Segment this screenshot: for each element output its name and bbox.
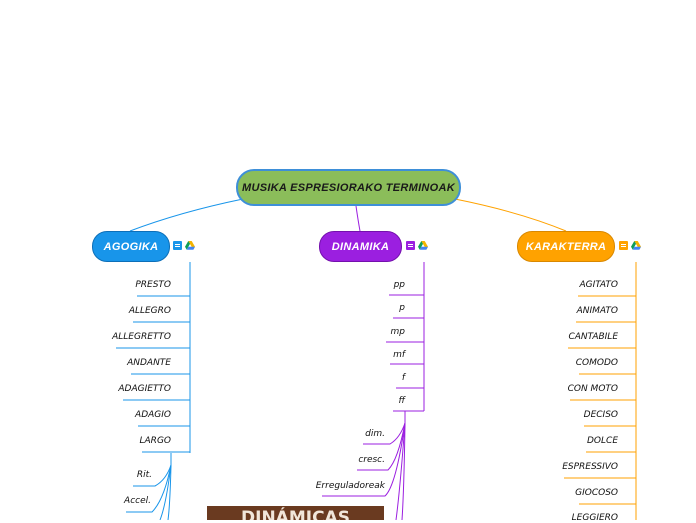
root-node[interactable]: MUSIKA ESPRESIORAKO TERMINOAK	[236, 169, 461, 206]
leaf-mf[interactable]: mf	[393, 350, 405, 360]
root-label: MUSIKA ESPRESIORAKO TERMINOAK	[241, 181, 456, 194]
leaf-pp[interactable]: pp	[393, 280, 405, 290]
leaf-giocoso[interactable]: GIOCOSO	[575, 488, 618, 498]
leaf-dolce[interactable]: DOLCE	[587, 436, 618, 446]
notes-icon[interactable]	[173, 241, 182, 250]
branch-label-dinamika: DINAMIKA	[331, 240, 390, 253]
leaf-con-moto[interactable]: CON MOTO	[567, 384, 618, 394]
branch-node-dinamika[interactable]: DINAMIKA	[319, 231, 402, 262]
leaf-andante[interactable]: ANDANTE	[127, 358, 171, 368]
leaf-f[interactable]: f	[401, 373, 405, 383]
google-drive-icon[interactable]	[185, 241, 195, 250]
leaf-p[interactable]: p	[399, 303, 405, 313]
leaf-ff[interactable]: ff	[398, 396, 406, 406]
leaf-agitato[interactable]: AGITATO	[579, 280, 618, 290]
leaf-deciso[interactable]: DECISO	[583, 410, 618, 420]
branch-label-agogika: AGOGIKA	[103, 240, 159, 253]
leaf-presto[interactable]: PRESTO	[135, 280, 171, 290]
notes-icon[interactable]	[406, 241, 415, 250]
leaf-cresc[interactable]: cresc.	[358, 455, 385, 465]
leaf-accel[interactable]: Accel.	[124, 496, 151, 506]
leaf-espressivo[interactable]: ESPRESSIVO	[562, 462, 618, 472]
google-drive-icon[interactable]	[631, 241, 641, 250]
google-drive-icon[interactable]	[418, 241, 428, 250]
leaf-allegro[interactable]: ALLEGRO	[128, 306, 171, 316]
notes-icon[interactable]	[619, 241, 628, 250]
leaf-erreguladoreak[interactable]: Erreguladoreak	[315, 481, 385, 491]
leaf-largo[interactable]: LARGO	[139, 436, 171, 446]
branch-node-karakterra[interactable]: KARAKTERRA	[517, 231, 615, 262]
leaf-mp[interactable]: mp	[390, 327, 405, 337]
leaf-comodo[interactable]: COMODO	[575, 358, 618, 368]
leaf-leggiero[interactable]: LEGGIERO	[571, 513, 618, 523]
leaf-rit[interactable]: Rit.	[136, 470, 152, 480]
image-caption: DINÁMICAS	[241, 508, 350, 520]
leaf-adagietto[interactable]: ADAGIETTO	[118, 384, 171, 394]
branch-node-agogika[interactable]: AGOGIKA	[92, 231, 170, 262]
leaf-adagio[interactable]: ADAGIO	[135, 410, 171, 420]
leaf-dim[interactable]: dim.	[365, 429, 385, 439]
dinamicas-image[interactable]: DINÁMICAS	[207, 506, 384, 520]
leaf-animato[interactable]: ANIMATO	[576, 306, 618, 316]
leaf-allegretto[interactable]: ALLEGRETTO	[112, 332, 171, 342]
leaf-cantabile[interactable]: CANTABILE	[568, 332, 618, 342]
branch-label-karakterra: KARAKTERRA	[525, 240, 607, 253]
